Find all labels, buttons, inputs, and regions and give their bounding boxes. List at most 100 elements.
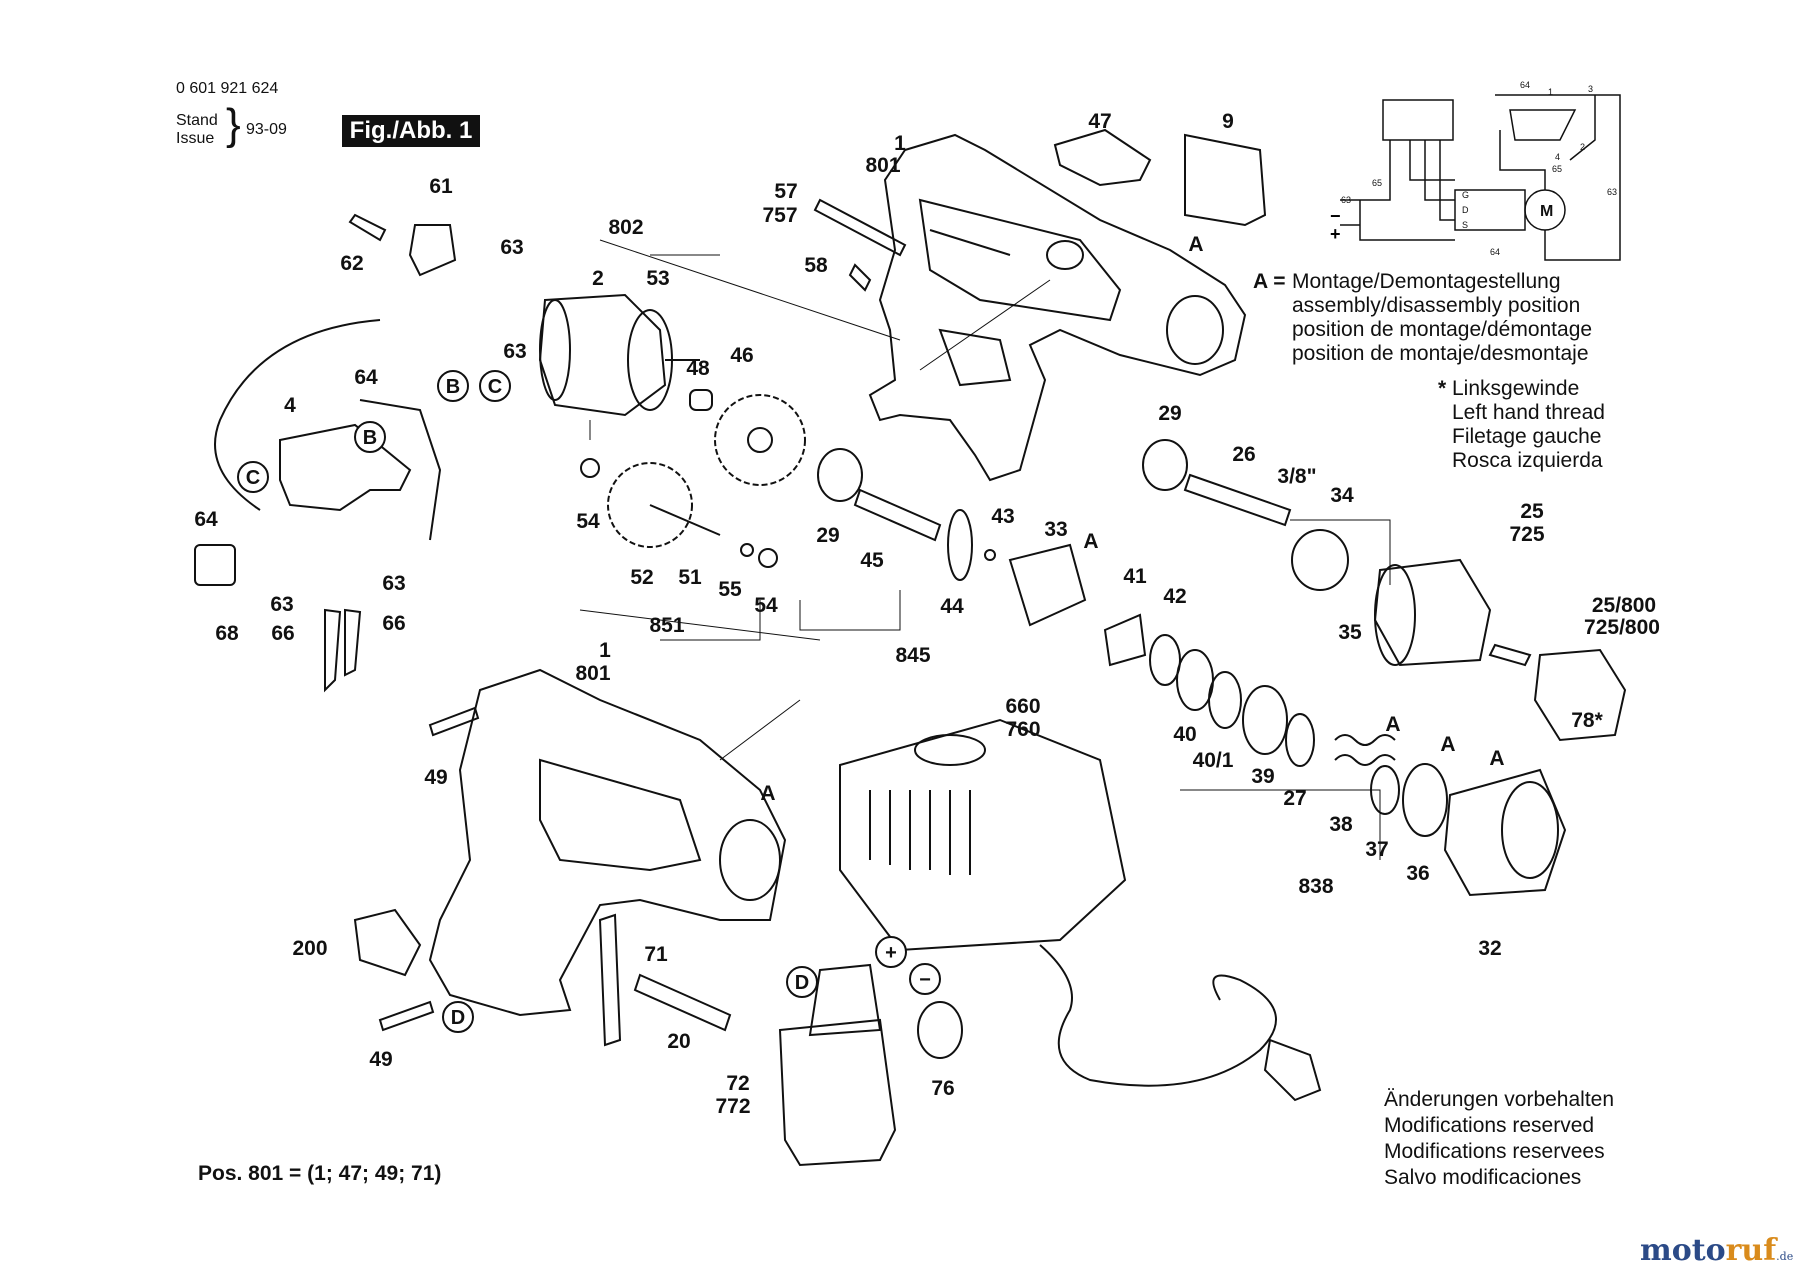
part-label: 35 (1338, 621, 1362, 644)
screw-78 (1488, 643, 1532, 667)
circle-marker-label: D (795, 972, 809, 994)
clip-58 (848, 263, 872, 292)
part-label: 200 (292, 937, 327, 960)
schematic-wires (1340, 94, 1621, 261)
part-label: 64 (354, 366, 378, 389)
part-label: 757 (762, 204, 797, 227)
chuck-32-face (1501, 781, 1559, 879)
chuck-32 (1443, 768, 1567, 897)
circle-marker-label: C (488, 376, 502, 398)
part-label: 725/800 (1584, 616, 1660, 639)
schematic-terminal-marker: − (1330, 206, 1341, 226)
part-label: 33 (1044, 518, 1067, 541)
part-label: 71 (644, 943, 668, 966)
bit-57 (813, 198, 907, 257)
ring-44 (947, 509, 973, 581)
part-label: 66 (382, 612, 405, 635)
terminal-66-left (324, 608, 342, 693)
battery-top (808, 963, 882, 1037)
part-label: 66 (271, 622, 294, 645)
legend-a-line-2: assembly/disassembly position (1292, 294, 1581, 317)
circle-marker-ring (875, 936, 907, 968)
circle-marker: D (442, 1001, 474, 1033)
schematic-label: 2 (1580, 142, 1585, 152)
part-label: 55 (718, 578, 742, 601)
gear-46-hub (747, 427, 773, 453)
part-label: 29 (816, 524, 839, 547)
legend-star-prefix: * (1438, 377, 1447, 400)
part-label: 63 (270, 593, 293, 616)
motor-rear-cap (539, 299, 571, 401)
part-label: 72 (726, 1072, 749, 1095)
part-label: 25 (1520, 500, 1544, 523)
lower-housing-shape (428, 668, 787, 1017)
upper-housing-inner (918, 198, 1122, 387)
charger-slots (869, 790, 971, 875)
lower-housing-opening (719, 819, 781, 901)
label-plate-9 (1184, 133, 1267, 227)
ring-gear-41 (1103, 613, 1147, 667)
part-label: 1 (894, 132, 906, 155)
part-label: 41 (1123, 565, 1147, 588)
ring-40 (1176, 649, 1214, 711)
charger-battery-well (914, 734, 986, 766)
ball-54-a (580, 458, 600, 478)
brand-suffix: .de (1776, 1250, 1794, 1263)
schematic-label: 3 (1588, 84, 1593, 94)
part-label: 36 (1406, 862, 1429, 885)
part-label: 37 (1365, 838, 1388, 861)
part-label: 26 (1232, 443, 1255, 466)
terminal-66-right (344, 608, 362, 677)
schematic-label: G (1462, 190, 1469, 200)
washer-55 (740, 543, 754, 557)
part-label: 4 (284, 394, 296, 417)
circle-marker-label: + (885, 942, 897, 964)
mains-plug (1263, 1038, 1322, 1102)
circle-marker: + (875, 936, 907, 968)
brand-part-2: ruf (1725, 1233, 1777, 1268)
part-label: 25/800 (1592, 594, 1656, 617)
schematic-terminal-marker: + (1330, 224, 1341, 244)
capacitor-68 (194, 544, 236, 586)
schematic-label: S (1462, 220, 1468, 230)
housing-front-opening (1166, 295, 1224, 365)
part-label: 802 (608, 216, 643, 239)
schematic-switch-contact (1509, 109, 1577, 141)
circle-marker-ring (909, 963, 941, 995)
part-label: 78* (1571, 709, 1603, 732)
part-label: 27 (1283, 787, 1306, 810)
note-line-2: Modifications reserved (1384, 1114, 1595, 1137)
schematic-switch-block (1382, 99, 1454, 141)
part-label: 46 (730, 344, 753, 367)
part-label: 63 (503, 340, 526, 363)
bush-48 (689, 389, 713, 411)
part-label: 851 (649, 614, 684, 637)
spindle-45 (853, 488, 942, 542)
chuck-25-800 (1533, 648, 1627, 742)
circle-marker-ring (479, 370, 511, 402)
part-label: 40 (1173, 723, 1196, 746)
legend-star-line-3: Filetage gauche (1452, 425, 1602, 448)
circle-marker-ring (437, 370, 469, 402)
schematic-label: D (1462, 205, 1469, 215)
circle-marker: B (354, 421, 386, 453)
motor-body (538, 293, 667, 417)
part-label: 760 (1005, 718, 1040, 741)
chuck-25 (1373, 558, 1492, 667)
stand-label: Stand (176, 112, 218, 129)
circle-marker-ring (237, 461, 269, 493)
battery-72 (778, 1018, 897, 1167)
circle-marker-label: D (451, 1007, 465, 1029)
part-label: 772 (715, 1095, 750, 1118)
battery-cap-76 (917, 1001, 963, 1059)
part-label: 38 (1329, 813, 1353, 836)
trigger-61 (408, 224, 457, 277)
chuck-25-face (1374, 564, 1416, 666)
housing-bearing-seat (1046, 240, 1084, 270)
part-label: 3/8" (1277, 465, 1316, 488)
part-label: 1 (599, 639, 611, 662)
wiring-schematic (1340, 94, 1621, 261)
switch-wire-loop (214, 319, 381, 511)
